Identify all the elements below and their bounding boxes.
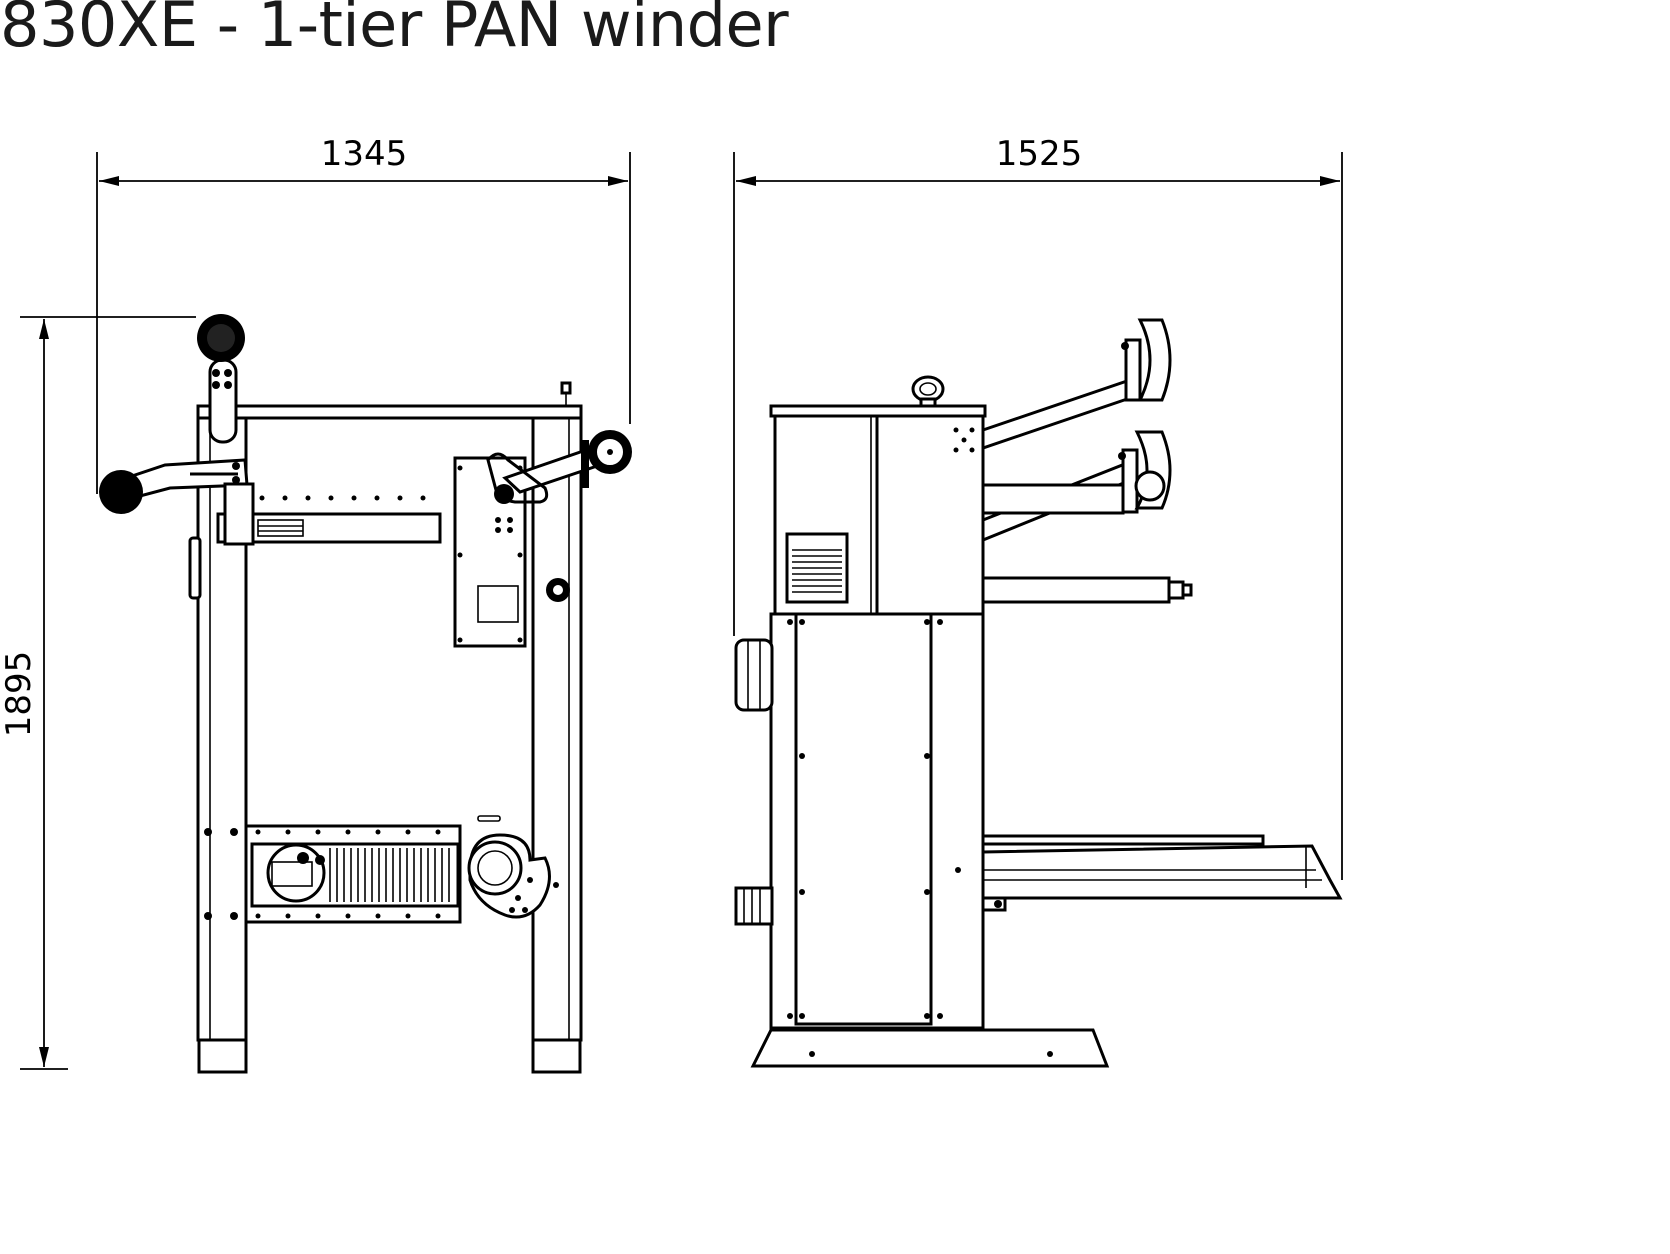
gearbox-fins [329, 848, 450, 902]
side-vent-lines [792, 549, 842, 593]
side-view [734, 318, 1343, 1068]
dimension-height: 1895 [0, 316, 196, 1070]
front-view [99, 314, 632, 1074]
front-hole-row [259, 495, 426, 501]
dimension-front-width: 1345 [96, 134, 631, 494]
dimension-height-label: 1895 [0, 651, 39, 738]
dimension-side-width-label: 1525 [996, 134, 1083, 174]
drawing-title: 830XE - 1-tier PAN winder [0, 0, 789, 61]
dimension-front-width-label: 1345 [321, 134, 408, 174]
dimension-side-width: 1525 [733, 134, 1343, 880]
gearbox-bolts [204, 828, 441, 920]
cabinet-bolts [787, 619, 961, 1019]
